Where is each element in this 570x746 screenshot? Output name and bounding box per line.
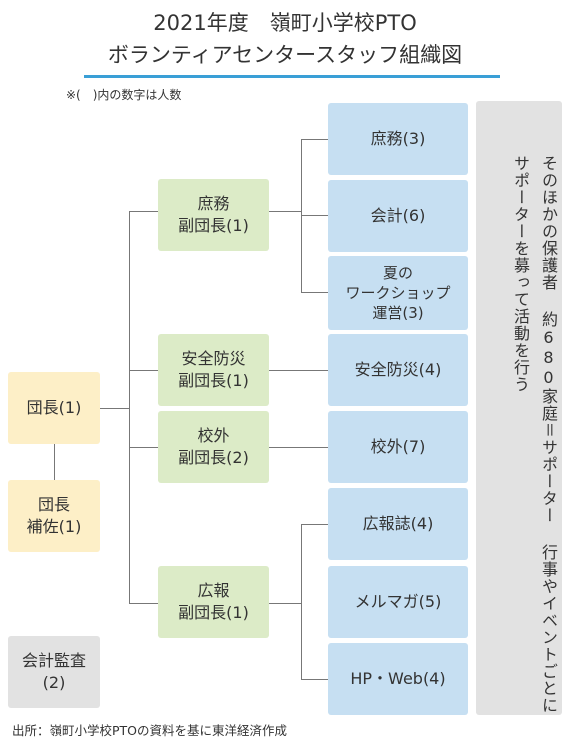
node-label: HP・Web(4) (350, 669, 446, 688)
connector (129, 211, 158, 212)
connector (129, 211, 130, 603)
chart-title-line1: 2021年度 嶺町小学校PTO (153, 11, 417, 35)
node-label: 校外 副団長(2) (178, 426, 249, 467)
connector (301, 139, 328, 140)
connector (269, 370, 328, 371)
connector (301, 524, 302, 679)
connector (269, 603, 302, 604)
node-fuku-kouhou: 広報 副団長(1) (158, 566, 269, 638)
node-kaikei: 会計(6) (328, 180, 468, 252)
node-label: 会計監査 (2) (21, 651, 86, 692)
connector (129, 447, 158, 448)
connector (129, 370, 158, 371)
connector (301, 524, 328, 525)
node-fuku-anzen: 安全防災 副団長(1) (158, 334, 269, 406)
chart-title-line2: ボランティアセンタースタッフ組織図 (107, 43, 463, 67)
connector (269, 447, 328, 448)
node-kougai: 校外(7) (328, 411, 468, 483)
node-label: 団長 補佐(1) (26, 495, 82, 536)
connector (54, 444, 55, 480)
supporters-note: そのほかの保護者 約680家庭＝サポーター 行事やイベントごとにサポーターを募っ… (476, 101, 562, 715)
node-hp-web: HP・Web(4) (328, 643, 468, 715)
node-label: 校外(7) (370, 437, 426, 456)
node-danchou-hosa: 団長 補佐(1) (8, 480, 100, 552)
node-natsu-workshop: 夏の ワークショップ 運営(3) (328, 256, 468, 330)
connector (129, 603, 158, 604)
node-label: 安全防災 副団長(1) (178, 349, 249, 390)
node-label: 庶務(3) (370, 129, 426, 148)
node-label: 広報誌(4) (362, 514, 434, 533)
connector (301, 679, 328, 680)
connector (301, 292, 328, 293)
source-note: 出所：嶺町小学校PTOの資料を基に東洋経済作成 (12, 723, 288, 738)
node-label: メルマガ(5) (354, 592, 442, 611)
count-note: ※( )内の数字は人数 (66, 88, 182, 102)
node-label: 庶務 副団長(1) (178, 194, 249, 235)
connector (100, 408, 130, 409)
connector (301, 215, 328, 216)
node-label: 安全防災(4) (354, 360, 442, 379)
title-underline (84, 75, 500, 78)
node-fuku-shomu: 庶務 副団長(1) (158, 179, 269, 251)
node-label: 団長(1) (26, 398, 82, 417)
node-kaikei-kansa: 会計監査 (2) (8, 636, 100, 708)
node-danchou: 団長(1) (8, 372, 100, 444)
node-fuku-kougai: 校外 副団長(2) (158, 411, 269, 483)
node-merumaga: メルマガ(5) (328, 566, 468, 638)
node-anzen: 安全防災(4) (328, 334, 468, 406)
node-label: 会計(6) (370, 206, 426, 225)
connector (269, 211, 302, 212)
node-label: 広報 副団長(1) (178, 581, 249, 622)
node-kouhoushi: 広報誌(4) (328, 488, 468, 560)
node-label: 夏の ワークショップ 運営(3) (345, 264, 451, 322)
node-shomu: 庶務(3) (328, 103, 468, 175)
